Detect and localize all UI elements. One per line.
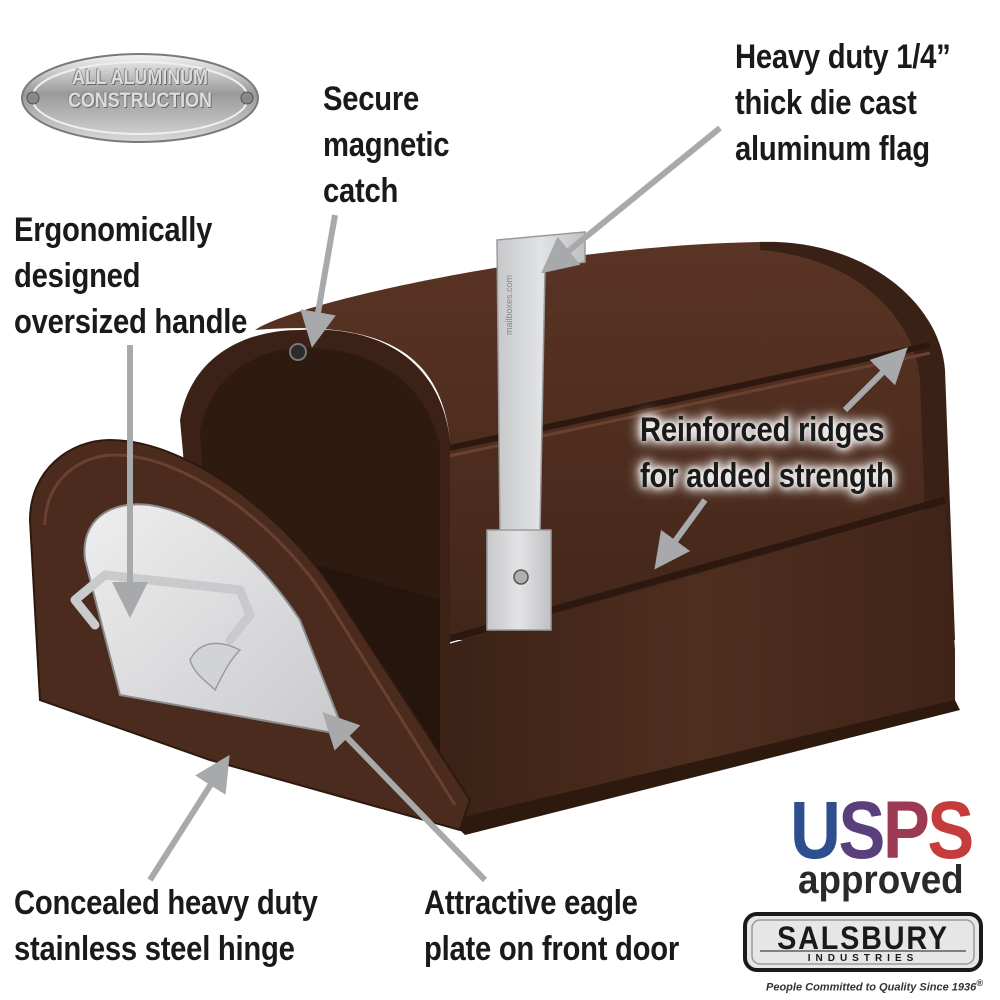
door-rim bbox=[43, 453, 457, 806]
callout-ridges: Reinforced ridges for added strength bbox=[640, 407, 894, 499]
callout-line: catch bbox=[323, 172, 399, 210]
arrow-hinge bbox=[147, 754, 230, 882]
arrow-ridges-bottom bbox=[654, 498, 708, 570]
arrow-eagle bbox=[322, 712, 488, 883]
callout-line: for added strength bbox=[640, 457, 894, 495]
callout-line: designed bbox=[14, 257, 141, 295]
callout-line: Heavy duty 1/4” bbox=[735, 38, 951, 76]
eagle-emblem-icon bbox=[189, 642, 242, 692]
callout-line: Attractive eagle bbox=[424, 884, 638, 922]
flag-imprint-1: mailboxes.com bbox=[504, 275, 514, 335]
callout-line: magnetic bbox=[323, 126, 450, 164]
callout-arrows bbox=[112, 125, 908, 883]
eagle-plate bbox=[83, 503, 347, 737]
arrow-ridges-top bbox=[842, 347, 908, 413]
arrow-flag bbox=[541, 125, 722, 274]
salsbury-logo bbox=[743, 912, 983, 972]
badge-line-1: ALL ALUMINUM bbox=[72, 66, 208, 89]
usps-logo: USPS bbox=[790, 790, 974, 872]
salsbury-tagline: People Committed to Quality Since 1936® bbox=[766, 976, 983, 995]
salsbury-industries: INDUSTRIES bbox=[807, 953, 919, 964]
usps-letter: P bbox=[882, 785, 930, 876]
badge-line-2: CONSTRUCTION bbox=[68, 89, 212, 112]
callout-line: Concealed heavy duty bbox=[14, 884, 318, 922]
callout-hinge: Concealed heavy duty stainless steel hin… bbox=[14, 880, 318, 972]
mailbox-base bbox=[450, 700, 960, 835]
callout-handle: Ergonomically designed oversized handle bbox=[14, 207, 247, 345]
flag: mailboxes.com bbox=[486, 231, 586, 631]
callout-line: stainless steel hinge bbox=[14, 930, 295, 968]
usps-approved-label: approved bbox=[798, 858, 964, 902]
salsbury-name: SALSBURY bbox=[777, 920, 949, 956]
all-aluminum-badge bbox=[21, 53, 259, 143]
usps-letter: S bbox=[838, 785, 885, 876]
usps-letter: S bbox=[927, 785, 974, 876]
callout-line: oversized handle bbox=[14, 303, 248, 341]
arrow-magnetic-catch bbox=[300, 214, 338, 348]
callout-line: Reinforced ridges bbox=[640, 411, 885, 449]
callout-line: Ergonomically bbox=[14, 211, 213, 249]
usps-letter: U bbox=[790, 785, 841, 876]
tagline-text: People Committed to Quality Since 1936 bbox=[766, 981, 977, 994]
door-handle bbox=[70, 570, 255, 645]
magnetic-catch bbox=[289, 343, 307, 361]
callout-flag: Heavy duty 1/4” thick die cast aluminum … bbox=[735, 34, 951, 172]
callout-line: aluminum flag bbox=[735, 130, 930, 168]
callout-eagle: Attractive eagle plate on front door bbox=[424, 880, 679, 972]
callout-line: plate on front door bbox=[424, 930, 679, 968]
callout-line: thick die cast bbox=[735, 84, 917, 122]
badge-rivet-left bbox=[26, 91, 40, 105]
all-aluminum-badge-text: ALL ALUMINUM CONSTRUCTION bbox=[55, 66, 225, 112]
callout-line: Secure bbox=[323, 80, 419, 118]
registered-mark: ® bbox=[976, 978, 984, 988]
flag-screw bbox=[513, 569, 529, 585]
mailbox-top bbox=[255, 241, 945, 640]
callout-magnetic-catch: Secure magnetic catch bbox=[323, 76, 450, 214]
badge-rivet-right bbox=[240, 91, 254, 105]
mailbox-side bbox=[445, 505, 955, 820]
